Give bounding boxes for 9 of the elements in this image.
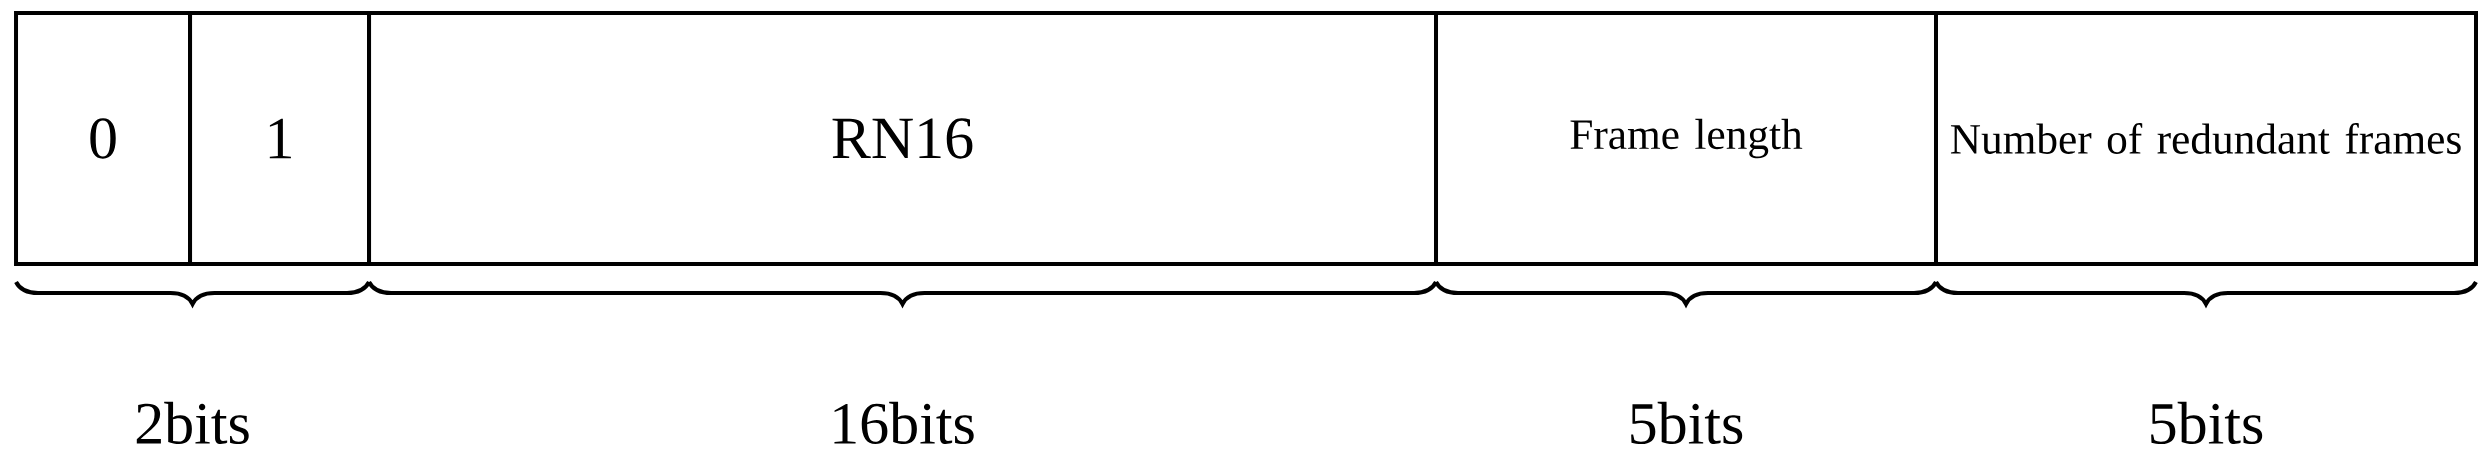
bit-count-label: 5bits bbox=[1631, 401, 1743, 445]
bit-count-label: 16bits bbox=[834, 401, 974, 445]
field-box: Frame length bbox=[1434, 11, 1938, 266]
field-box: Number of redundant frames bbox=[1934, 11, 2478, 266]
field-box: 0 bbox=[14, 11, 193, 266]
field-box: RN16 bbox=[367, 11, 1438, 266]
bit-count-label: 5bits bbox=[2151, 401, 2263, 445]
bit-count-label: 2bits bbox=[136, 401, 249, 445]
field-box: 1 bbox=[188, 11, 372, 266]
